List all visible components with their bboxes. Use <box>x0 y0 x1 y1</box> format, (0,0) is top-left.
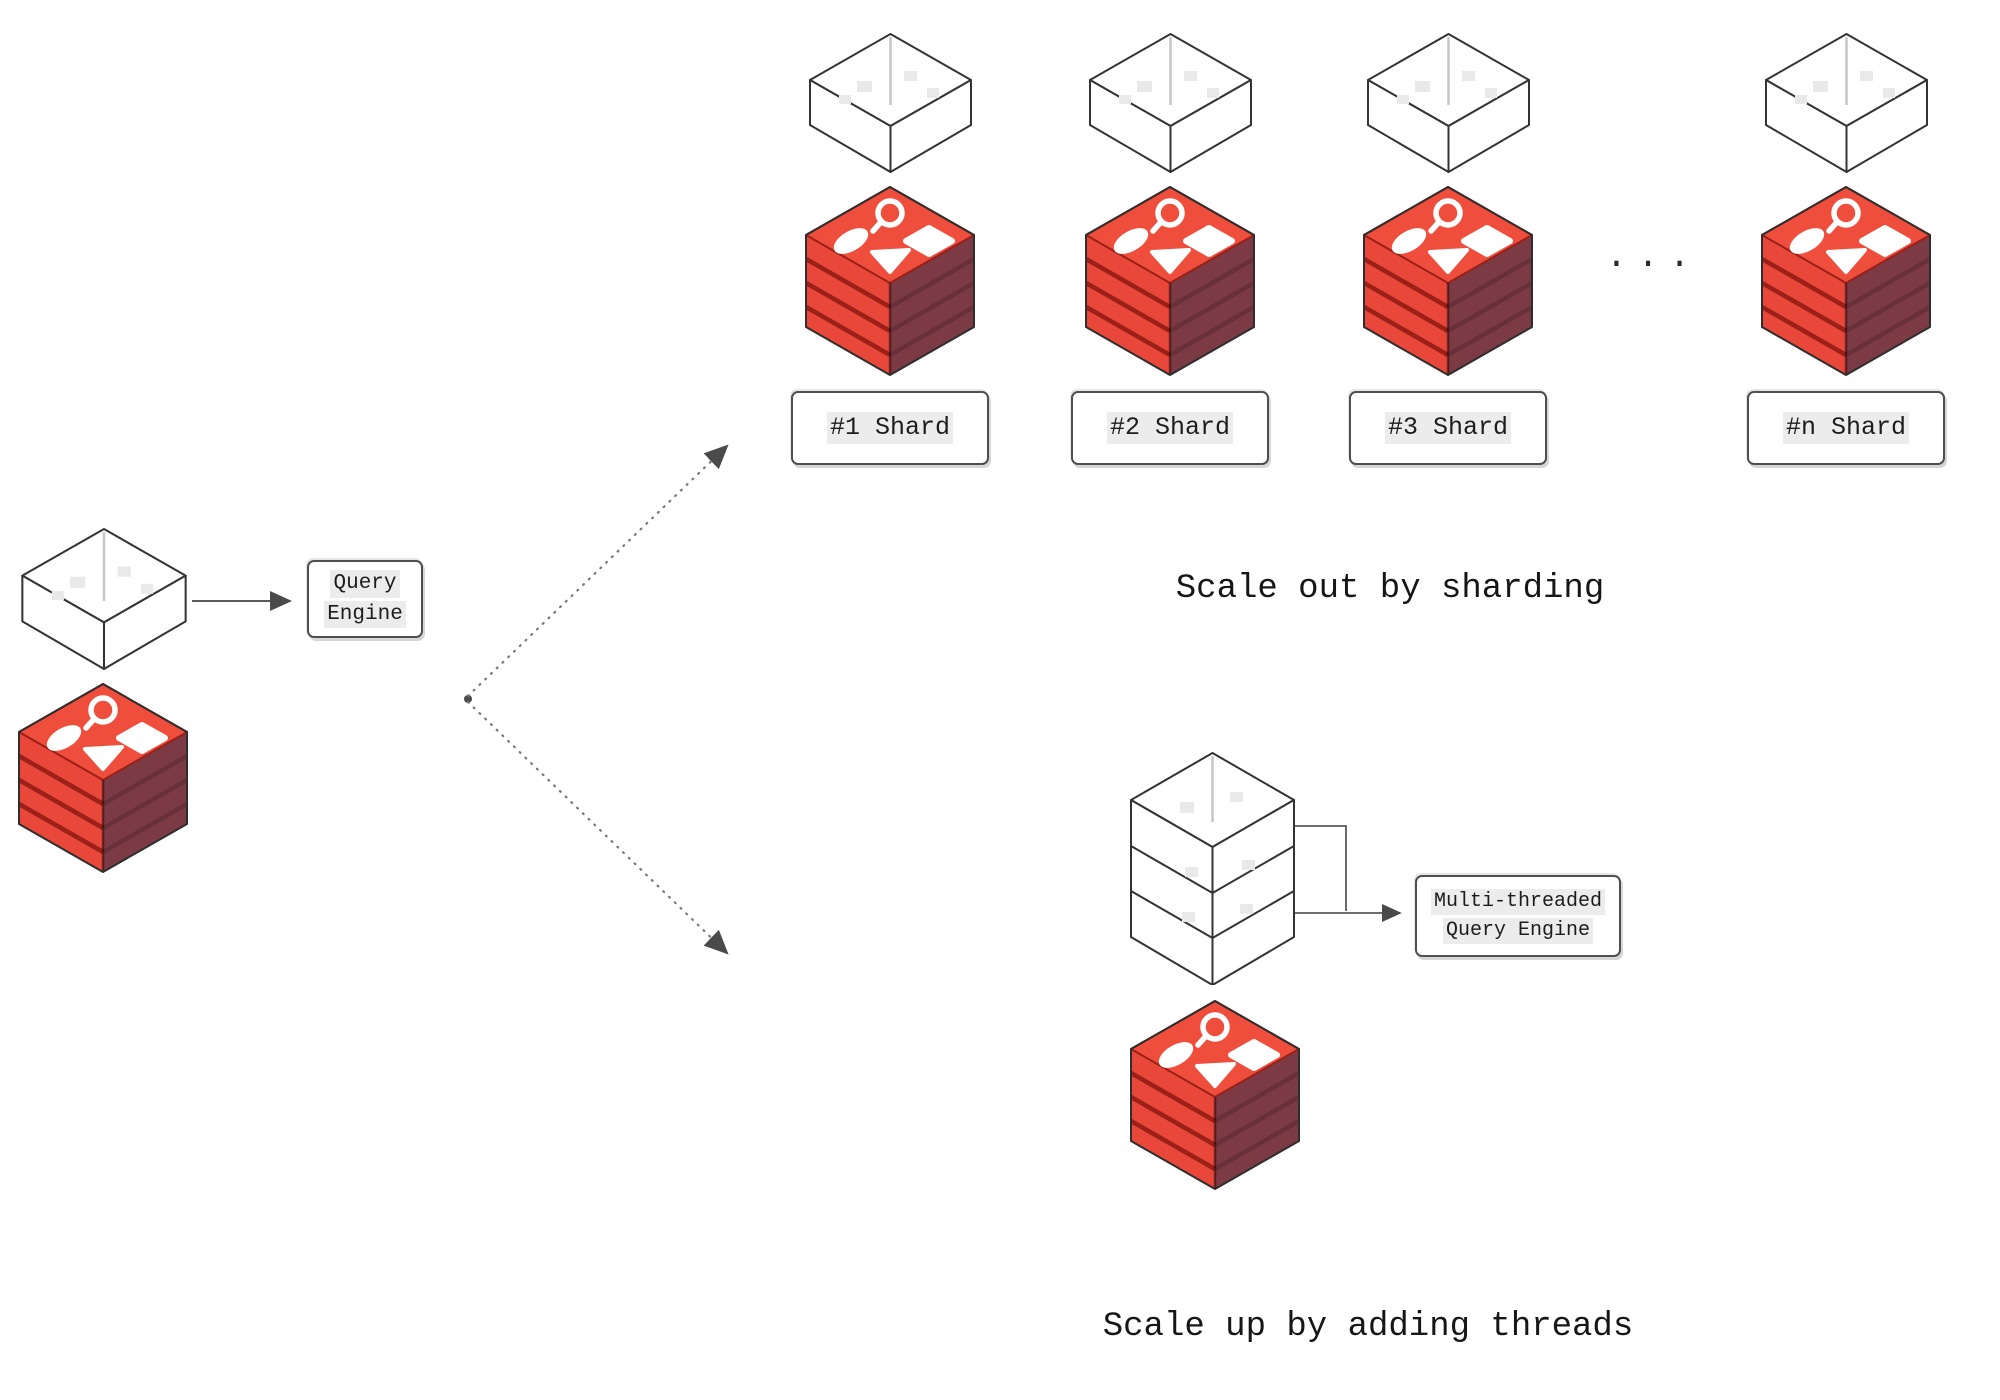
empty-box-icon <box>20 528 188 670</box>
redis-cube-icon <box>805 186 975 376</box>
redis-cube-icon <box>18 683 188 873</box>
shard-label-3: #3 Shard <box>1349 391 1547 465</box>
empty-box-icon <box>1765 33 1928 173</box>
shard-column-n: #n Shard <box>1741 33 1951 465</box>
shard-label-n: #n Shard <box>1747 391 1945 465</box>
sharding-title: Scale out by sharding <box>1175 570 1605 608</box>
empty-box-icon <box>1089 33 1252 173</box>
shard-branch-arrow <box>466 444 729 698</box>
redis-cube-icon <box>1085 186 1255 376</box>
query-engine-label: Query Engine <box>307 560 423 638</box>
shard-label-text: #2 Shard <box>1106 411 1234 445</box>
shard-label-text: #n Shard <box>1782 411 1910 445</box>
shard-label-1: #1 Shard <box>791 391 989 465</box>
redis-cube-icon <box>1363 186 1533 376</box>
empty-box-icon <box>809 33 972 173</box>
multi-threaded-label-line1: Multi-threaded <box>1430 888 1606 915</box>
multi-threaded-engine-label: Multi-threaded Query Engine <box>1415 875 1621 957</box>
redis-cube-icon <box>1130 1000 1300 1190</box>
query-engine-label-line2: Engine <box>324 600 406 628</box>
stacked-box-icon <box>1130 752 1295 985</box>
shard-label-text: #3 Shard <box>1384 411 1512 445</box>
branch-dot <box>464 695 472 703</box>
shard-label-text: #1 Shard <box>826 411 954 445</box>
shard-column-3: #3 Shard <box>1343 33 1553 465</box>
multi-threaded-label-line2: Query Engine <box>1442 917 1594 944</box>
thread-connector-line <box>1295 825 1347 911</box>
query-engine-label-line1: Query <box>330 570 400 598</box>
thread-branch-arrow <box>466 700 729 955</box>
shard-column-1: #1 Shard <box>785 33 995 465</box>
empty-box-icon <box>1367 33 1530 173</box>
shard-ellipsis: ... <box>1605 236 1701 277</box>
shard-label-2: #2 Shard <box>1071 391 1269 465</box>
threading-title: Scale up by adding threads <box>1102 1308 1634 1346</box>
shard-column-2: #2 Shard <box>1065 33 1275 465</box>
redis-cube-icon <box>1761 186 1931 376</box>
